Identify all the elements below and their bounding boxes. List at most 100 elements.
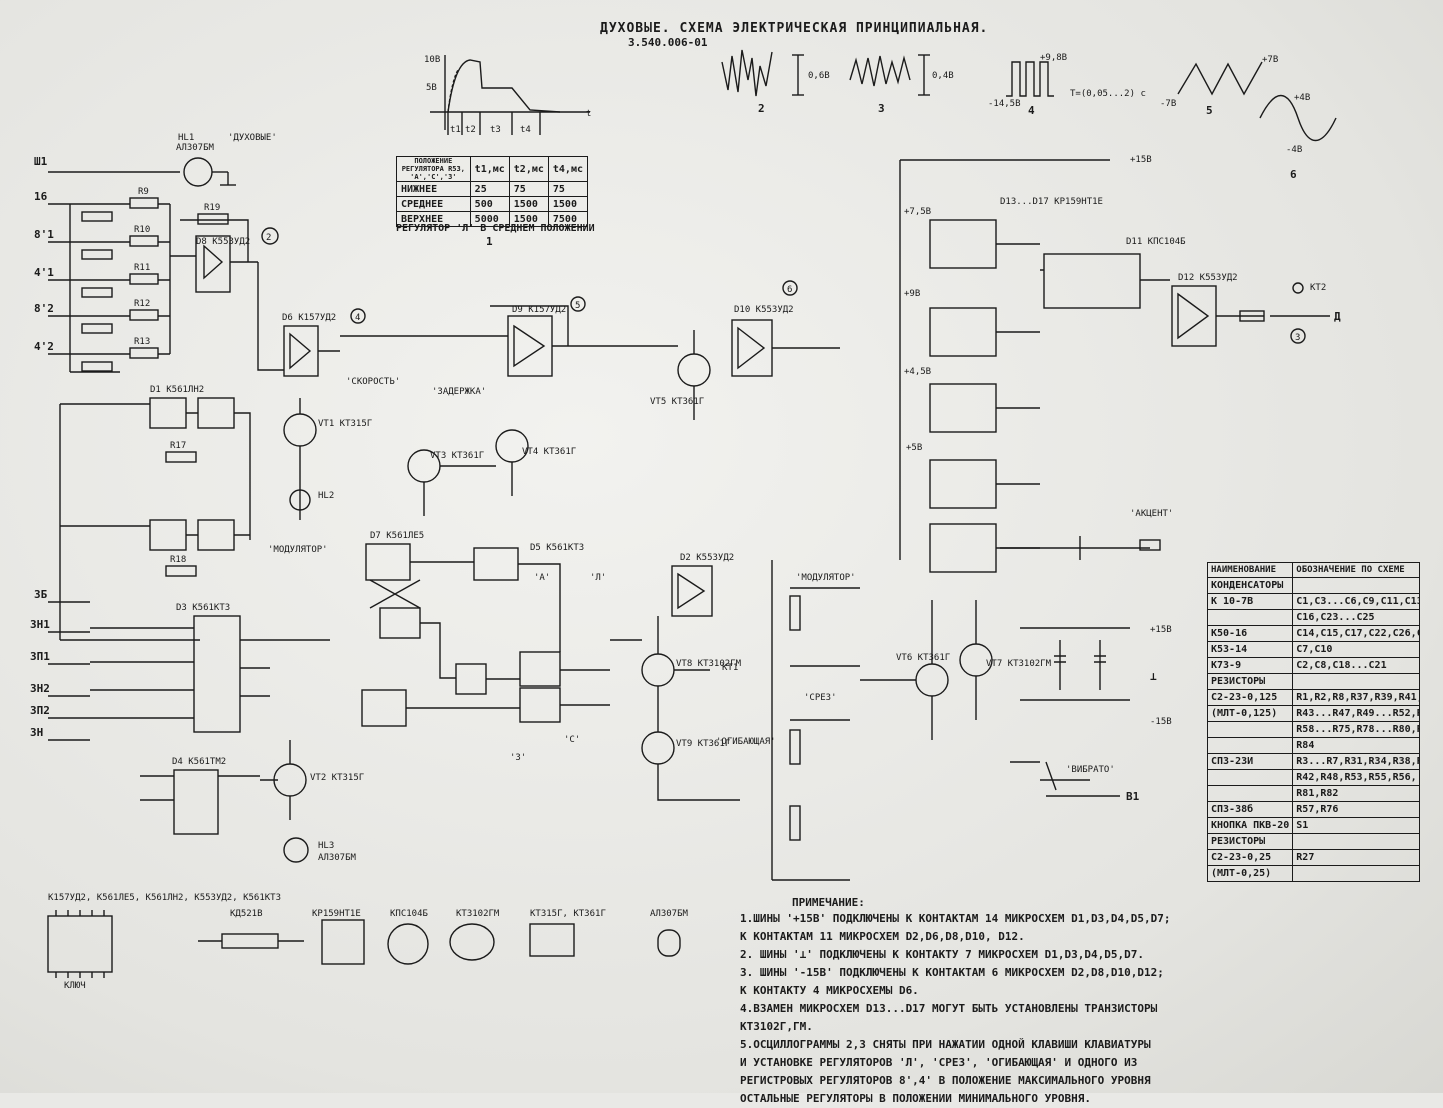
osc5-num: 5 (1206, 104, 1213, 117)
osc6-high: +4В (1294, 93, 1310, 103)
input-3n1: 3Н1 (30, 618, 50, 631)
spec-name-cell (1206, 737, 1294, 754)
input-8-2: 8'2 (34, 302, 54, 315)
accent-section (1000, 536, 1161, 560)
label-z: 'З' (510, 753, 526, 763)
vt2-label: VT2 КТ315Г (310, 773, 364, 783)
spec-designation-cell: С16,С23...С25 (1292, 609, 1421, 626)
spec-designation-cell: R3...R7,R31,R34,R38,R40, (1292, 753, 1421, 770)
vt4-label: VT4 КТ361Г (522, 447, 576, 457)
switch-d3: D3 К561КТ3 3Б 3Н1 3П1 3Н2 3П2 3Н (30, 588, 330, 741)
osc2-num: 2 (758, 102, 765, 115)
envelope-t2: t2 (465, 125, 476, 135)
component-spec-table: НАИМЕНОВАНИЕ ОБОЗНАЧЕНИЕ ПО СХЕМЕ КОНДЕН… (1206, 562, 1421, 882)
spec-col-name: НАИМЕНОВАНИЕ (1206, 562, 1294, 578)
spec-designation-cell: С7,С10 (1292, 641, 1421, 658)
spec-designation-cell: R43...R47,R49...R52,R54, (1292, 705, 1421, 722)
supply-pos-right: +15В (1150, 625, 1172, 635)
notes-title: ПРИМЕЧАНИЕ: (792, 896, 865, 909)
input-16: 16 (34, 190, 48, 203)
spec-designation-cell (1292, 865, 1421, 882)
d9-label: D9 К157УД2 (512, 305, 566, 315)
note-line: К КОНТАКТАМ 11 МИКРОСХЕМ D2,D6,D8,D10, D… (740, 930, 1025, 943)
note-line: 4.ВЗАМЕН МИКРОСХЕМ D13...D17 МОГУТ БЫТЬ … (740, 1002, 1158, 1015)
osc4-high: +9,8В (1040, 53, 1067, 63)
v1-output: В1 (1126, 790, 1140, 803)
supply-neg-right: -15В (1150, 717, 1172, 727)
spec-designation-cell: S1 (1292, 817, 1421, 834)
input-3p1: 3П1 (30, 650, 50, 663)
regulator-cell: 7500 (547, 211, 589, 227)
kt1-label: КТ1 (722, 663, 738, 673)
r18-label: R18 (170, 555, 186, 565)
d-output: Д (1334, 310, 1341, 323)
input-4-2: 4'2 (34, 340, 54, 353)
d8-label: D8 К553УД2 (196, 237, 250, 247)
r12-label: R12 (134, 299, 150, 309)
regulator-col-t1: t1,мс (469, 156, 510, 182)
r11-label: R11 (134, 263, 150, 273)
node-4-marker (350, 308, 366, 324)
drawing-number: 3.540.006-01 (628, 36, 708, 49)
input-3b: 3Б (34, 588, 48, 601)
osc5-low: -7В (1160, 99, 1176, 109)
label-modulator-right: 'МОДУЛЯТОР' (796, 573, 856, 583)
legend-kps: КПС104Б (390, 909, 428, 919)
spec-designation-cell: R84 (1292, 737, 1421, 754)
spec-name-cell: К50-16 (1206, 625, 1294, 642)
vt5-label: VT5 КТ361Г (650, 397, 704, 407)
vt9-label: VT9 КТ361Г (676, 739, 730, 749)
spec-name-cell: (МЛТ-0,25) (1206, 865, 1294, 882)
legend-led: АЛ307БМ (650, 909, 689, 919)
supply-5: +5В (906, 443, 922, 453)
spec-name-cell: РЕЗИСТОРЫ (1206, 673, 1294, 690)
regulator-timing-table: ПОЛОЖЕНИЕ РЕГУЛЯТОРА R53, 'А','С','З' t1… (396, 156, 589, 227)
d11-label: D11 КПС104Б (1126, 237, 1186, 247)
legend-tr1: КТ3102ГМ (456, 909, 500, 919)
d10-label: D10 К553УД2 (734, 305, 794, 315)
drawing-title: ДУХОВЫЕ. СХЕМА ЭЛЕКТРИЧЕСКАЯ ПРИНЦИПИАЛЬ… (600, 21, 988, 36)
hl3-ref: HL3 (318, 841, 334, 851)
r9-label: R9 (138, 187, 149, 197)
regulator-col-t2: t2,мс (508, 156, 549, 182)
regulator-cell: 1500 (508, 211, 549, 227)
spec-designation-cell (1292, 577, 1421, 594)
spec-name-cell: КНОПКА ПКВ-20 (1206, 817, 1294, 834)
regulator-cell: 1500 (508, 196, 549, 212)
spec-designation-cell: С2,С8,С18...С21 (1292, 657, 1421, 674)
legend-key: КЛЮЧ (64, 981, 86, 991)
input-sh1: Ш1 (34, 155, 48, 168)
note-line: К КОНТАКТУ 4 МИКРОСХЕМЫ D6. (740, 984, 919, 997)
label-speed: 'СКОРОСТЬ' (346, 377, 400, 387)
envelope-y-mid: 5В (426, 83, 437, 93)
oscillogram-num-1: 1 (486, 235, 493, 248)
table-row: С16,С23...С25 (1206, 609, 1421, 626)
legend-diode: КД521В (230, 909, 263, 919)
hl1-indicator: Ш1 HL1 АЛ307БМ 'ДУХОВЫЕ' (34, 133, 277, 187)
r13-label: R13 (134, 337, 150, 347)
supply-gnd-right: ⊥ (1150, 670, 1157, 683)
node-6-label: 6 (787, 285, 792, 295)
regulator-col-position: ПОЛОЖЕНИЕ РЕГУЛЯТОРА R53, 'А','С','З' (396, 156, 471, 182)
vt6-label: VT6 КТ361Г (896, 653, 950, 663)
envelope-t4: t4 (520, 125, 531, 135)
d5-label: D5 К561КТ3 (530, 543, 584, 553)
osc6-num: 6 (1290, 168, 1297, 181)
hl2-ref: HL2 (318, 491, 334, 501)
envelope-t3: t3 (490, 125, 501, 135)
spec-designation-cell: R42,R48,R53,R55,R56, (1292, 769, 1421, 786)
table-row: НИЖНЕЕ 25 75 75 (396, 181, 589, 197)
label-cutoff: 'СРЕЗ' (804, 693, 837, 703)
vt5-d10: VT5 КТ361Г D10 К553УД2 (600, 305, 840, 420)
table-row: R81,R82 (1206, 785, 1421, 802)
chip-stack-d13-d17: D13...D17 КР159НТ1Е +15В +7,5В +9В +4,5В… (899, 155, 1152, 573)
spec-designation-cell (1292, 673, 1421, 690)
osc6-low: -4В (1286, 145, 1302, 155)
regulator-cell: 75 (547, 181, 589, 197)
opamp-d9: D9 К157УД2 (340, 305, 600, 377)
